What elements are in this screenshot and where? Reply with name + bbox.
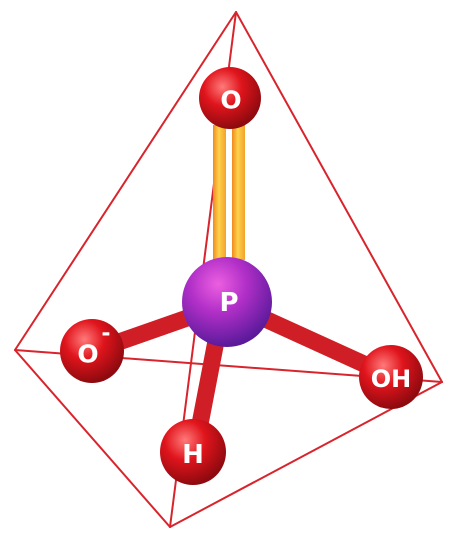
atom-h-bottom: H (160, 419, 226, 485)
atom-p-center-label: P (219, 288, 238, 318)
atom-oh-right: OH (359, 345, 423, 409)
atom-o-left-charge: - (101, 322, 110, 347)
atom-o-left: O - (60, 319, 124, 383)
tetrahedron-edge-front-left (14, 349, 171, 528)
double-bond-line-2 (232, 125, 245, 260)
double-bond-p-o (213, 125, 245, 260)
atom-p-center: P (182, 257, 272, 347)
atom-o-top: O (199, 67, 261, 129)
atom-o-left-label: O (77, 340, 98, 369)
double-bond-line-1 (213, 125, 226, 260)
atom-h-bottom-label: H (182, 440, 204, 470)
atom-oh-right-label: OH (371, 365, 412, 393)
atom-o-top-label: O (220, 86, 241, 115)
